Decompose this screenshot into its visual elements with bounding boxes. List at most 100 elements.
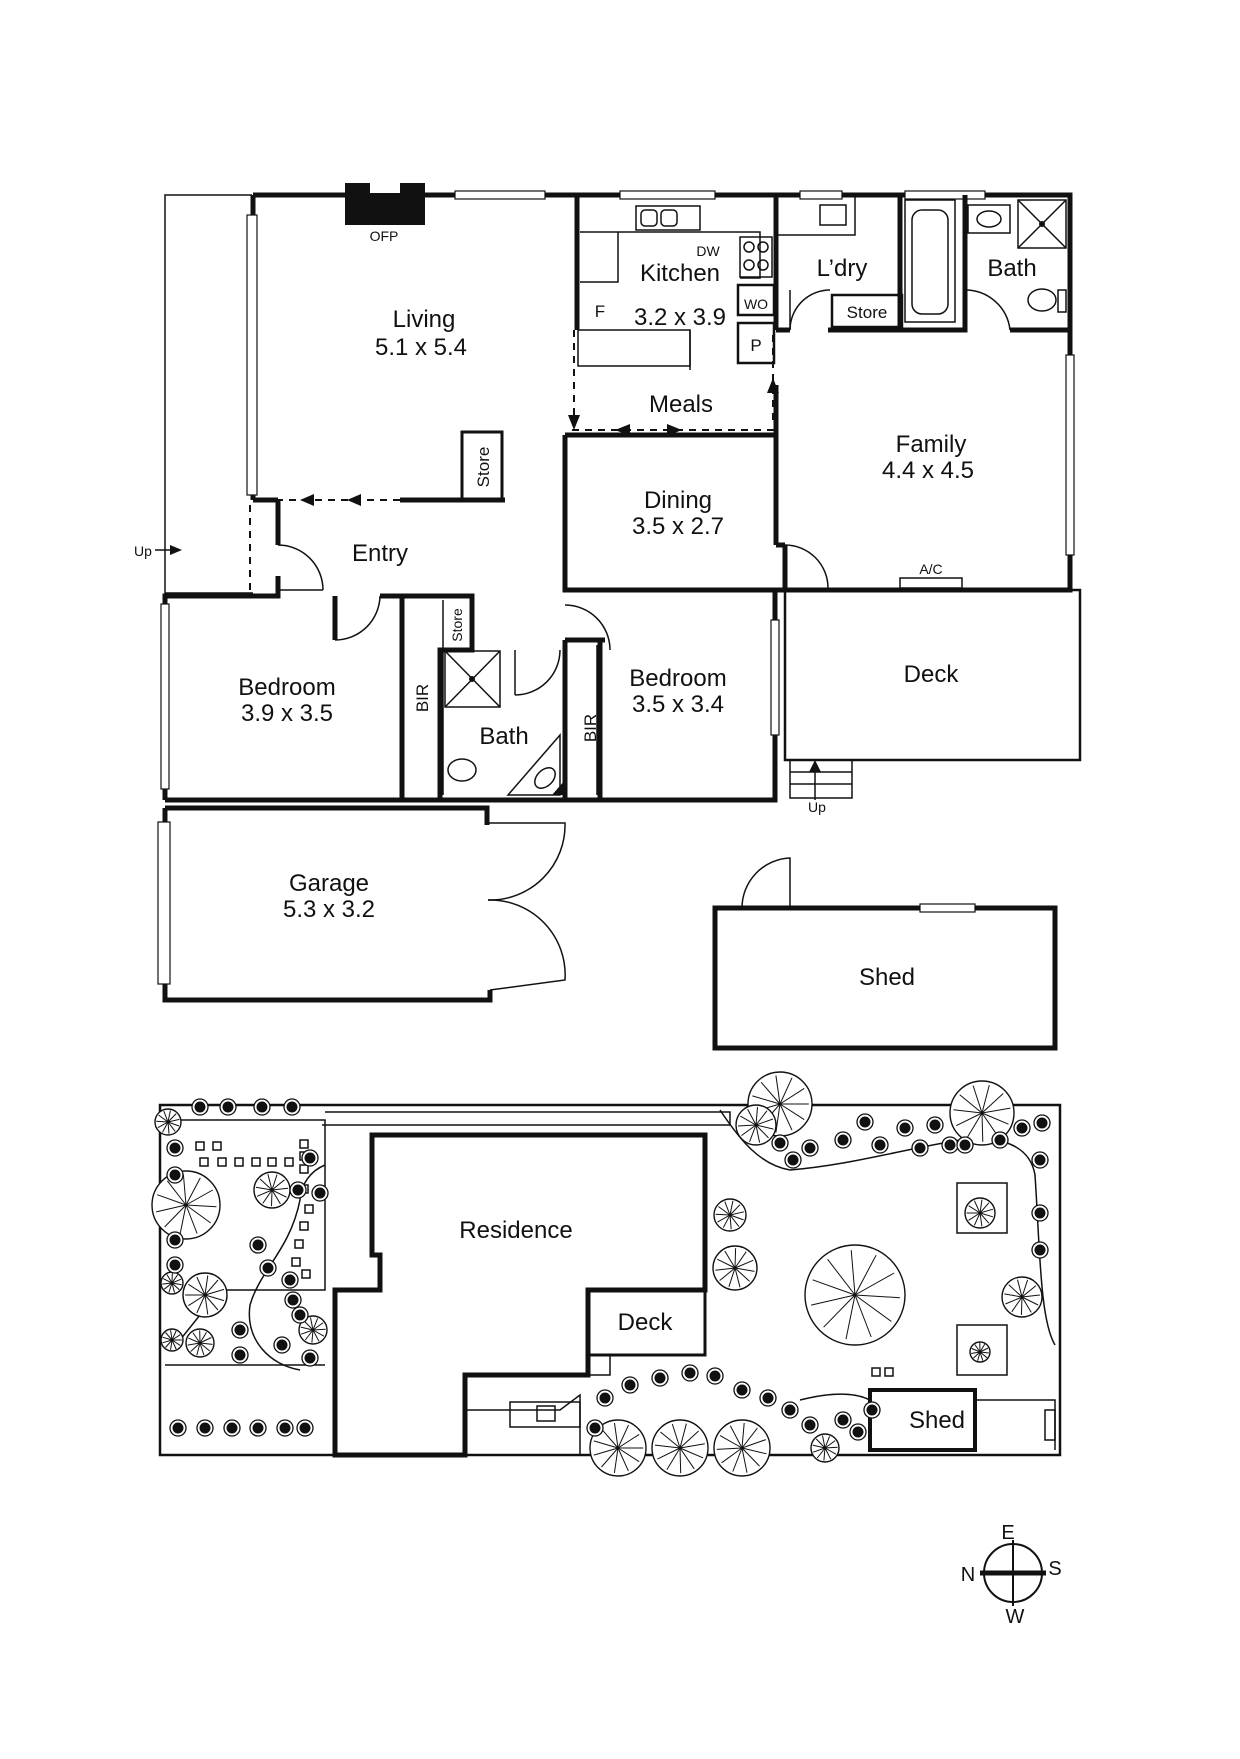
laundry-store-label: Store: [847, 303, 888, 322]
vanity-basin: [531, 764, 559, 792]
shrub: [192, 1099, 208, 1115]
laundry-bench: [776, 195, 855, 235]
paver-1: [872, 1368, 880, 1376]
burner-3: [744, 260, 754, 270]
shrub: [170, 1420, 186, 1436]
bir2-label: BIR: [581, 714, 600, 742]
basin-bench: [968, 205, 1010, 233]
tree: [161, 1329, 183, 1351]
bedroom2-dims: 3.5 x 3.4: [632, 691, 724, 718]
kitchen-island: [578, 330, 690, 366]
entry-label: Entry: [352, 540, 408, 567]
stepping-stone: [302, 1270, 310, 1278]
shrub: [587, 1420, 603, 1436]
shrub: [254, 1099, 270, 1115]
bir1-wall: [380, 596, 402, 800]
cooktop: [740, 237, 772, 277]
deck-steps: [790, 760, 852, 798]
shrub: [785, 1152, 801, 1168]
shrub: [782, 1402, 798, 1418]
family-door-jamb: [776, 545, 785, 590]
residence-footprint: [335, 1135, 705, 1455]
fireplace-flue: [370, 183, 400, 193]
ac-label: A/C: [919, 561, 942, 577]
up-arrow-head: [809, 760, 821, 772]
kitchen-label: Kitchen: [640, 260, 720, 287]
stepping-stone: [300, 1165, 308, 1173]
shrub: [232, 1322, 248, 1338]
shrub: [835, 1132, 851, 1148]
living-window: [247, 215, 257, 495]
paver-2: [885, 1368, 893, 1376]
shrub: [312, 1185, 328, 1201]
shrub: [232, 1347, 248, 1363]
shrub: [1014, 1120, 1030, 1136]
tree: [811, 1434, 839, 1462]
living-north-window: [455, 191, 545, 199]
shrub: [835, 1412, 851, 1428]
house-floor-plan: Living 5.1 x 5.4 Kitchen 3.2 x 3.9 L’dry…: [134, 183, 1080, 1048]
garage-door-arc-top: [488, 823, 565, 900]
entry-up-label: Up: [134, 543, 152, 559]
shrub: [957, 1137, 973, 1153]
shrub: [220, 1099, 236, 1115]
compass-north: N: [961, 1564, 975, 1586]
shrub: [864, 1402, 880, 1418]
tree: [736, 1105, 776, 1145]
shrub: [682, 1365, 698, 1381]
bedroom2-window: [771, 620, 779, 735]
bedroom1-dims: 3.9 x 3.5: [241, 700, 333, 727]
sink-bowl-2: [661, 210, 677, 226]
bedroom-window: [161, 604, 169, 789]
laundry-tub: [820, 205, 846, 225]
tree: [805, 1245, 905, 1345]
garage-door-arc-bottom: [488, 900, 565, 990]
tree: [254, 1172, 290, 1208]
pantry-label: P: [750, 336, 761, 355]
toilet-cistern: [1058, 290, 1066, 312]
shrub: [302, 1350, 318, 1366]
stepping-stone: [292, 1258, 300, 1266]
entry-door-arc: [278, 545, 323, 590]
shrub: [250, 1420, 266, 1436]
shower-drain: [1039, 221, 1045, 227]
shed-door-arc: [742, 858, 790, 908]
shrub: [290, 1182, 306, 1198]
shrub: [1032, 1205, 1048, 1221]
shrub: [850, 1424, 866, 1440]
living-store-label: Store: [474, 447, 493, 488]
bath-store-label: Store: [449, 608, 465, 642]
shed-window: [920, 904, 975, 912]
bedroom2-label: Bedroom: [629, 665, 726, 692]
bath2-label: Bath: [479, 723, 528, 750]
toilet-main: [1028, 289, 1056, 311]
fireplace-label: OFP: [370, 228, 399, 244]
laundry-door-arc: [790, 290, 830, 330]
meals-label: Meals: [649, 391, 713, 418]
shrub: [302, 1150, 318, 1166]
wall-oven-label: WO: [744, 296, 768, 312]
tree: [965, 1198, 995, 1228]
shrub: [284, 1099, 300, 1115]
living-label: Living: [393, 306, 456, 333]
bbq-grill: [537, 1406, 555, 1421]
shrub: [167, 1232, 183, 1248]
laundry-label: L’dry: [817, 255, 868, 282]
fridge-label: F: [595, 302, 605, 321]
family-dims: 4.4 x 4.5: [882, 457, 974, 484]
tree: [183, 1273, 227, 1317]
compass: N E S W: [961, 1522, 1062, 1628]
shrub: [167, 1167, 183, 1183]
meals-arrow-down: [568, 415, 580, 430]
tree: [152, 1171, 220, 1239]
tree: [652, 1420, 708, 1476]
shrub: [622, 1377, 638, 1393]
compass-west: W: [1006, 1606, 1025, 1628]
shrub: [772, 1135, 788, 1151]
shrub: [802, 1417, 818, 1433]
deck-label: Deck: [904, 661, 960, 688]
garage-window: [158, 822, 170, 984]
shrub: [1032, 1152, 1048, 1168]
entry-arrow-left: [300, 494, 314, 506]
